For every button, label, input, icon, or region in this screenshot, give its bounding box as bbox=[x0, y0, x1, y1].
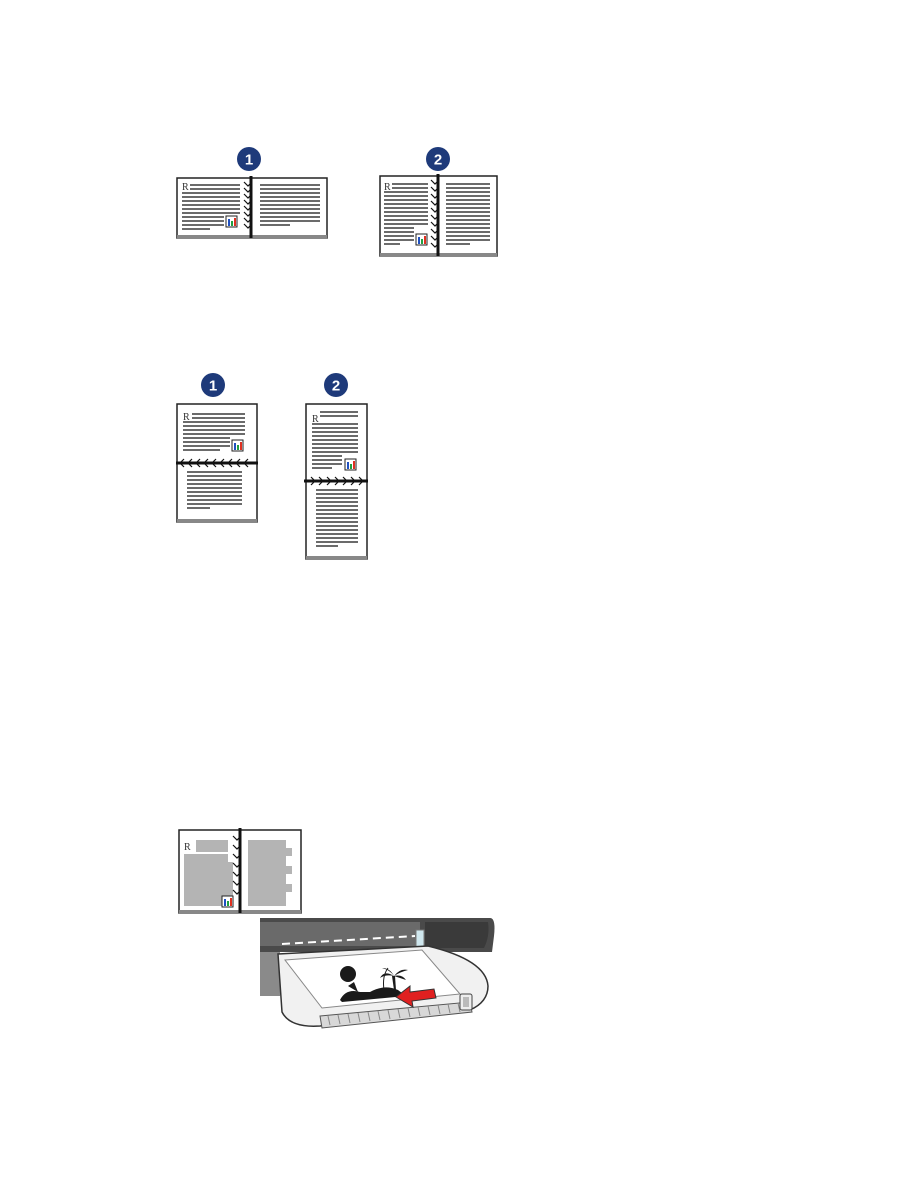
step-1-badge: 1 bbox=[237, 147, 261, 171]
svg-text:1: 1 bbox=[209, 378, 217, 395]
step-1-badge: 1 bbox=[201, 373, 225, 397]
gray-booklet: R bbox=[178, 828, 302, 914]
step-2-badge: 2 bbox=[426, 147, 450, 171]
svg-text:2: 2 bbox=[434, 152, 442, 169]
island-silhouette bbox=[340, 966, 408, 1002]
paper-tray bbox=[277, 945, 489, 1029]
tablet-step-2: R bbox=[304, 403, 368, 560]
tablet-step-1: R bbox=[176, 403, 258, 523]
svg-text:R: R bbox=[182, 182, 189, 193]
svg-text:R: R bbox=[184, 842, 191, 853]
long-edge-binding-figure: 1 R bbox=[176, 147, 498, 257]
chart-icon bbox=[225, 215, 238, 228]
printer-reload-figure: R bbox=[178, 828, 495, 1029]
svg-text:2: 2 bbox=[332, 378, 340, 395]
svg-text:R: R bbox=[312, 414, 319, 425]
chart-icon bbox=[415, 233, 428, 246]
svg-text:R: R bbox=[384, 182, 391, 193]
open-booklet-step-2: R bbox=[379, 174, 498, 257]
svg-text:1: 1 bbox=[245, 152, 253, 169]
insert-arrow bbox=[395, 984, 437, 1008]
printer bbox=[260, 918, 495, 996]
chart-icon bbox=[231, 439, 244, 452]
step-2-badge: 2 bbox=[324, 373, 348, 397]
chart-icon bbox=[344, 458, 357, 471]
chart-icon bbox=[221, 895, 234, 908]
open-booklet-step-1: R bbox=[176, 176, 328, 239]
short-edge-binding-figure: 1 R 2 bbox=[176, 373, 368, 560]
svg-text:R: R bbox=[183, 412, 190, 423]
